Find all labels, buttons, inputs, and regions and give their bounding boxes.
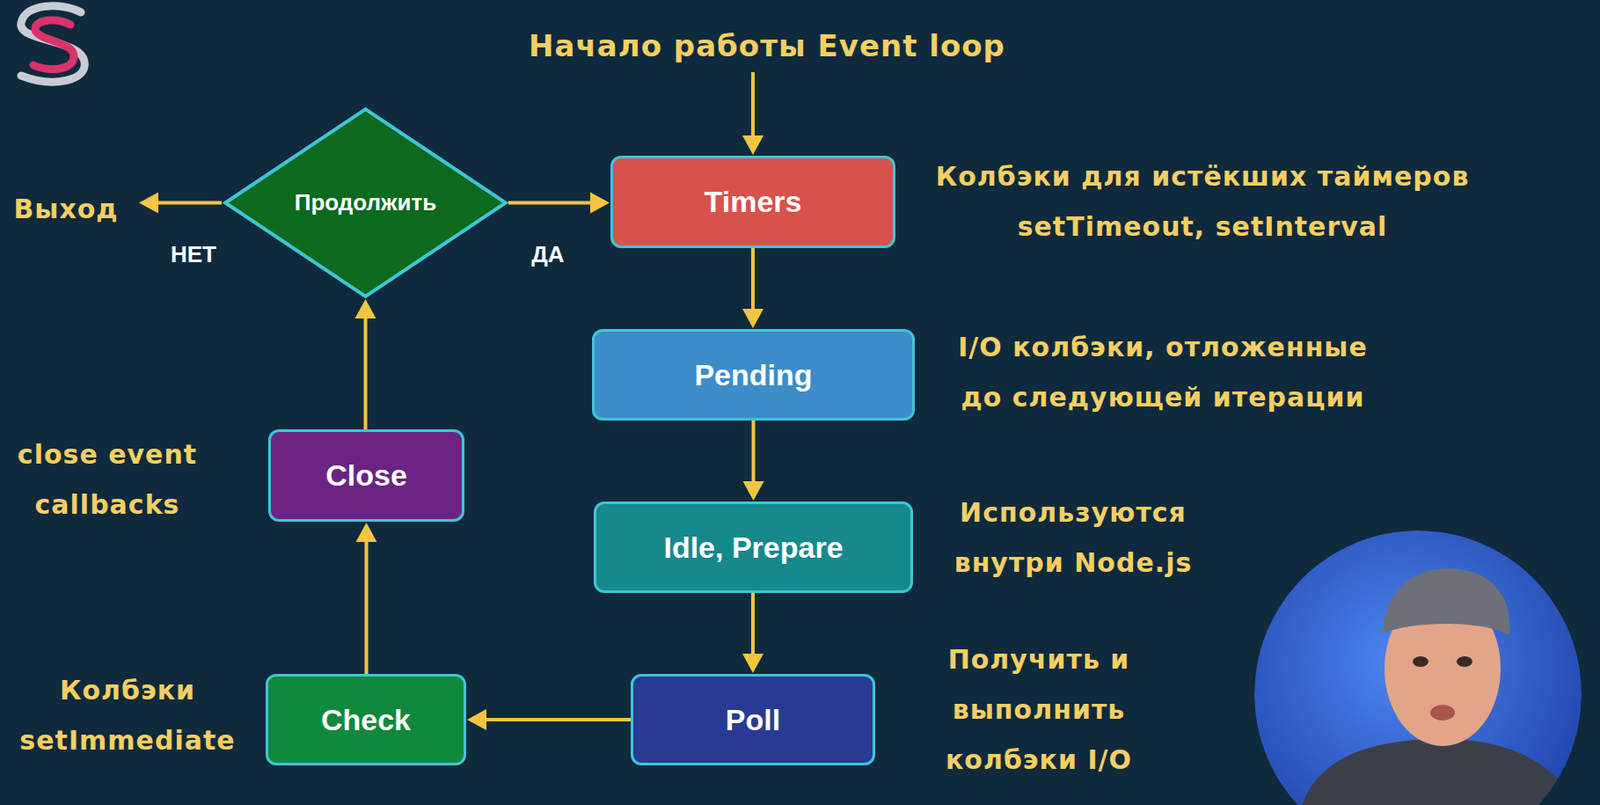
flow-arrow (742, 248, 764, 329)
flow-arrow (508, 192, 610, 214)
mouth (1430, 704, 1455, 721)
phase-box: Check (265, 673, 467, 766)
arrow-line (751, 592, 755, 656)
phase-box: Pending (591, 328, 915, 421)
decision-diamond: Продолжить (222, 107, 509, 299)
node-label: Idle, Prepare (663, 530, 843, 565)
arrow-line (365, 540, 369, 674)
phase-note: I/O колбэки, отложенные до следующей ите… (951, 321, 1374, 423)
arrow-head (356, 522, 378, 542)
arrow-line (484, 717, 631, 722)
start-arrow (742, 72, 764, 155)
photo-circle (1254, 530, 1582, 805)
phase-box: Idle, Prepare (593, 501, 914, 593)
branch-label: НЕТ (170, 240, 217, 269)
arrow-line (751, 248, 755, 311)
arrow-head (743, 481, 765, 501)
arrow-line (508, 201, 592, 205)
arrow-head (742, 308, 764, 329)
diagram-title: Начало работы Event loop (528, 28, 1006, 64)
exit-label: Выход (13, 191, 118, 227)
flow-arrow (742, 592, 764, 673)
exit-arrow (138, 192, 222, 214)
phase-note: Получить и выполнить колбэки I/O (933, 634, 1145, 785)
diamond-shape (225, 109, 506, 297)
arrow-head (590, 192, 610, 214)
arrow-head (355, 299, 377, 319)
arrow-line (752, 420, 756, 483)
phase-note: Колбэки для истёкших таймеров setTimeout… (912, 151, 1493, 252)
phase-box: Poll (630, 673, 876, 766)
arrow-head (138, 192, 159, 214)
arrow-line (156, 201, 222, 205)
node-label: Timers (704, 184, 803, 220)
arrow-head (742, 135, 764, 155)
phase-note: Колбэки setImmediate (13, 664, 242, 766)
arrow-head (742, 653, 764, 673)
presenter-photo (1254, 530, 1582, 805)
logo (21, 6, 85, 82)
flow-arrow (467, 708, 631, 731)
cap (1382, 568, 1511, 636)
node-label: Продолжить (294, 189, 438, 217)
phase-box: Close (268, 429, 465, 522)
flow-arrow (356, 522, 378, 674)
arrow-line (751, 72, 755, 138)
arrow-line (364, 316, 368, 430)
logo-outline (21, 6, 85, 82)
eye (1456, 656, 1473, 667)
eye (1412, 656, 1429, 667)
phase-note: close event callbacks (8, 429, 207, 530)
shoulders (1301, 738, 1575, 805)
logo-curve (33, 20, 74, 70)
arrow-head (467, 708, 487, 731)
phase-box: Timers (610, 155, 896, 249)
node-label: Check (321, 702, 411, 738)
node-label: Pending (694, 357, 812, 393)
phase-note: Используются внутри Node.js (941, 487, 1206, 588)
node-label: Poll (725, 702, 781, 738)
flow-arrow (355, 299, 377, 430)
flow-arrow (743, 420, 765, 501)
node-label: Close (325, 458, 408, 493)
branch-label: ДА (531, 241, 564, 269)
